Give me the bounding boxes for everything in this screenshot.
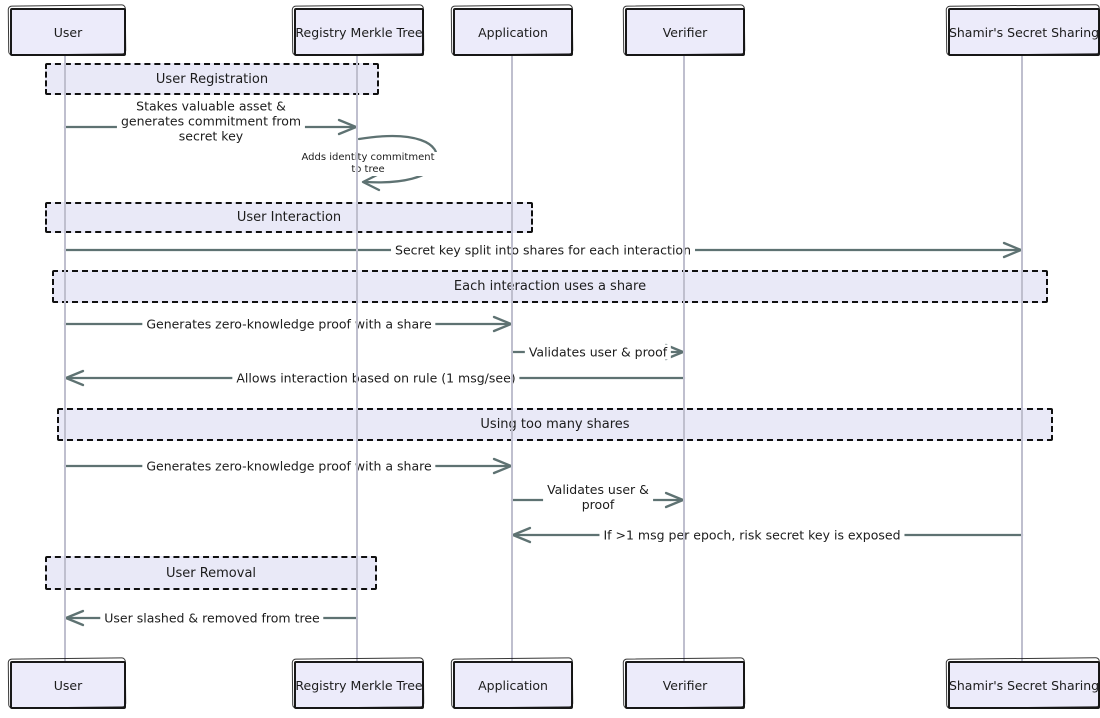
lifeline-application xyxy=(511,56,513,661)
actor-top-shamirs-secret-sharing: Shamir's Secret Sharing xyxy=(948,8,1100,56)
group-label: User Removal xyxy=(165,565,257,581)
actor-bottom-application: Application xyxy=(453,661,573,709)
actor-top-registry-merkle-tree: Registry Merkle Tree xyxy=(294,8,424,56)
lifeline-shamirs-secret-sharing xyxy=(1021,56,1023,661)
group-label: User Interaction xyxy=(236,210,342,225)
group-each-interaction-uses-a-share: Each interaction uses a share xyxy=(52,270,1048,303)
lifeline-user xyxy=(64,56,66,661)
actor-top-application: Application xyxy=(453,8,573,56)
lifeline-verifier xyxy=(683,56,685,661)
group-user-interaction: User Interaction xyxy=(45,202,533,233)
actor-bottom-registry-merkle-tree: Registry Merkle Tree xyxy=(294,661,424,709)
group-using-too-many-shares: Using too many shares xyxy=(57,408,1053,441)
actor-bottom-user: User xyxy=(10,661,126,709)
message-label-allows-interaction: Allows interaction based on rule (1 msg/… xyxy=(232,370,520,386)
actor-top-verifier: Verifier xyxy=(625,8,745,56)
group-label: User Registration xyxy=(155,71,269,87)
actor-top-user: User xyxy=(10,8,126,56)
group-label: Using too many shares xyxy=(480,417,630,432)
message-label-generates-zk-proof-1: Generates zero-knowledge proof with a sh… xyxy=(142,316,436,332)
message-label-user-slashed: User slashed & removed from tree xyxy=(100,610,324,626)
actor-bottom-verifier: Verifier xyxy=(625,661,745,709)
message-label-adds-commitment: Adds identity commitment to tree xyxy=(297,152,439,176)
actor-bottom-shamirs-secret-sharing: Shamir's Secret Sharing xyxy=(948,661,1100,709)
message-label-generates-zk-proof-2: Generates zero-knowledge proof with a sh… xyxy=(142,458,436,474)
message-label-secret-key-split: Secret key split into shares for each in… xyxy=(391,242,695,258)
group-user-removal: User Removal xyxy=(45,556,377,590)
lifeline-registry-merkle-tree xyxy=(356,56,358,661)
message-label-stakes-asset: Stakes valuable asset & generates commit… xyxy=(116,98,306,144)
message-label-validates-user-proof-1: Validates user & proof xyxy=(524,344,672,360)
group-label: Each interaction uses a share xyxy=(453,279,647,294)
message-label-risk-secret-key-exposed: If >1 msg per epoch, risk secret key is … xyxy=(599,527,905,543)
group-user-registration: User Registration xyxy=(45,63,379,95)
message-label-validates-user-proof-2: Validates user & proof xyxy=(543,482,653,512)
